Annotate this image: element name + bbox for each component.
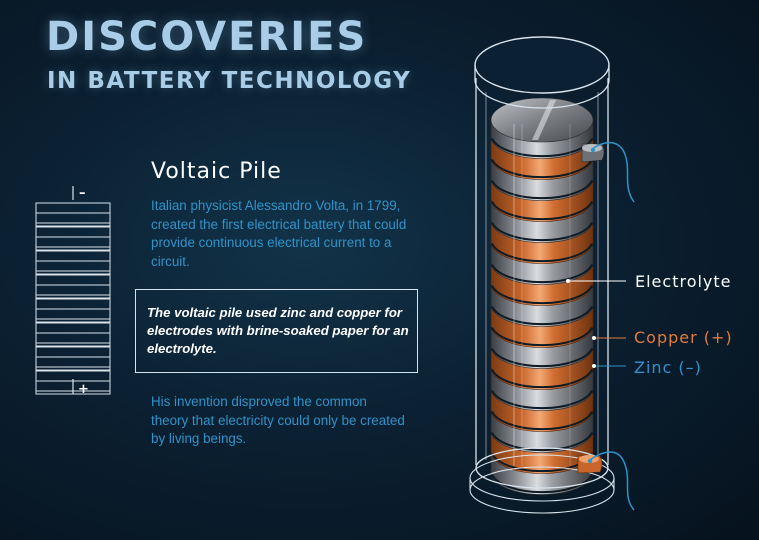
closing-paragraph: His invention disproved the common theor…: [151, 394, 405, 446]
electrolyte-layer: [491, 369, 593, 389]
mini-pile-plate: [35, 366, 111, 371]
top-face-glint: [532, 100, 556, 140]
label-zinc: Zinc (–): [634, 358, 702, 377]
callout-text: The voltaic pile used zinc and copper fo…: [147, 305, 409, 356]
glass-base: [469, 447, 615, 514]
mini-pile-plate: [35, 246, 111, 251]
mini-pile-negative: –: [79, 186, 86, 201]
page-subtitle: IN BATTERY TECHNOLOGY: [47, 68, 412, 94]
label-copper: Copper (+): [634, 328, 733, 347]
mini-pile-plate: [35, 222, 111, 227]
intro-paragraph: Italian physicist Alessandro Volta, in 1…: [151, 198, 407, 269]
electrolyte-layer: [491, 474, 593, 494]
electrolyte-layer: [491, 180, 593, 200]
electrolyte-layer: [491, 222, 593, 242]
electrolyte-layer: [491, 243, 593, 263]
electrolyte-layer: [491, 201, 593, 221]
electrolyte-layer: [491, 411, 593, 431]
electrolyte-layer: [491, 432, 593, 452]
callout-box: The voltaic pile used zinc and copper fo…: [135, 289, 418, 373]
label-electrolyte: Electrolyte: [635, 272, 732, 291]
electrolyte-layer: [491, 390, 593, 410]
mini-pile-diagram: – +: [35, 186, 111, 397]
mini-pile-plate: [35, 342, 111, 347]
mini-pile-plate: [35, 270, 111, 275]
label-leaders: [566, 279, 626, 368]
mini-pile-plate: [35, 294, 111, 299]
electrolyte-layer: [491, 306, 593, 326]
bottom-terminal: [577, 451, 635, 511]
page-title: DISCOVERIES: [46, 14, 368, 60]
electrolyte-layer: [491, 159, 593, 179]
electrolyte-layer: [491, 285, 593, 305]
glass-lid: [474, 36, 610, 109]
mini-pile-positive: +: [78, 382, 89, 397]
electrolyte-layer: [491, 264, 593, 284]
mini-pile-plate: [35, 318, 111, 323]
pile-disc-stack: [490, 97, 594, 495]
top-terminal: [581, 141, 635, 203]
section-title: Voltaic Pile: [151, 159, 282, 184]
electrolyte-layer: [491, 327, 593, 347]
electrolyte-layer: [491, 348, 593, 368]
